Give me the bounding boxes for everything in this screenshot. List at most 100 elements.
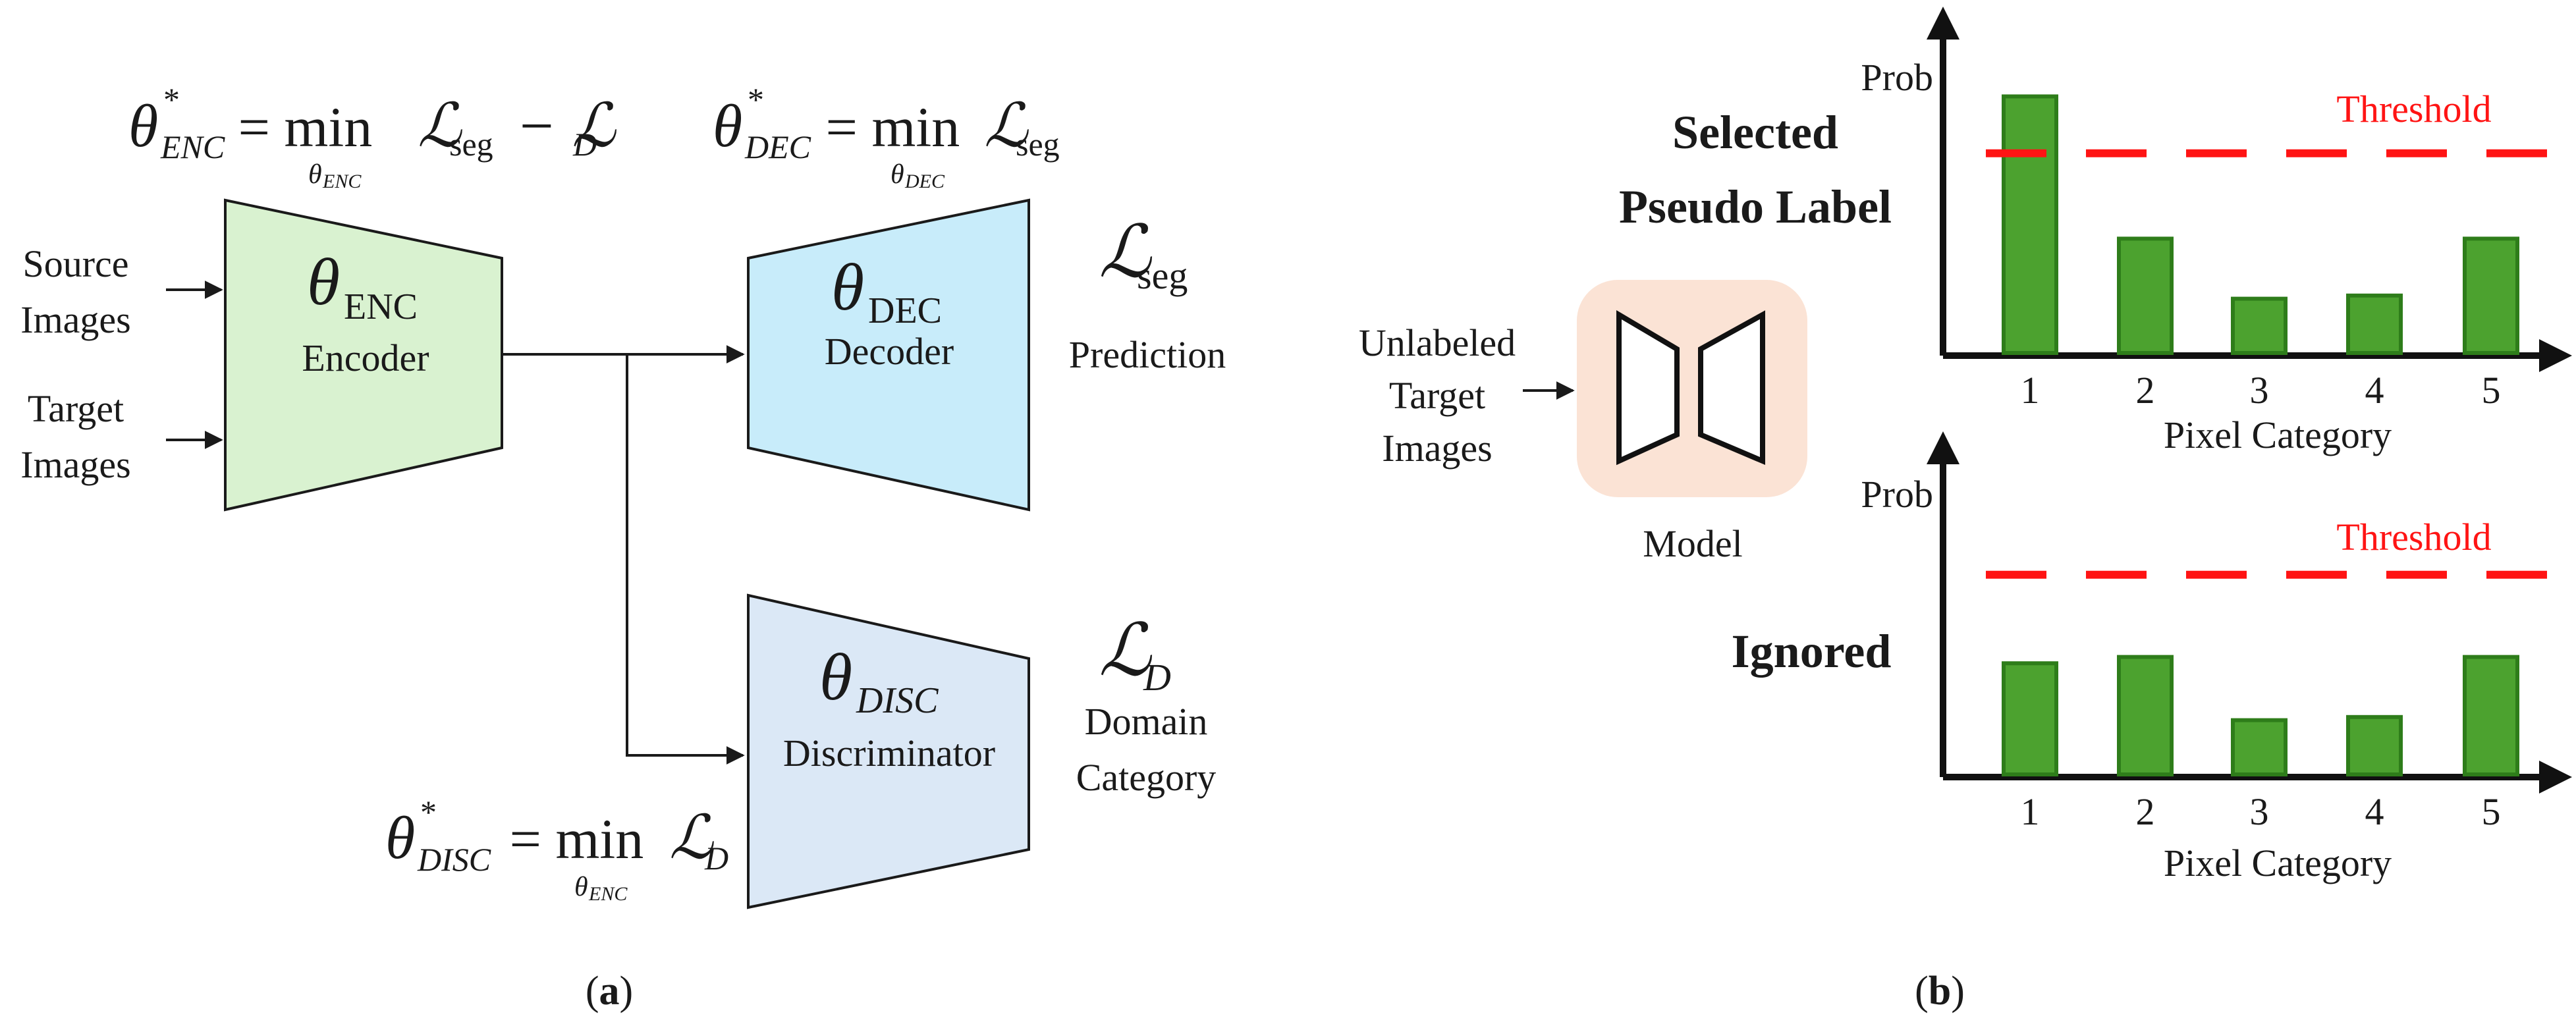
formula-minus-loss: − ℒ	[501, 92, 617, 159]
formula-minus-sub: D	[572, 126, 597, 163]
formula-theta: θ	[128, 92, 158, 159]
x-tick-labels: 1 2 3 4 5	[2021, 790, 2501, 833]
formula-under-sub: DEC	[904, 171, 945, 192]
bars	[2002, 94, 2519, 356]
bar-category-3	[2231, 718, 2288, 776]
decoder-theta: θ	[831, 250, 864, 325]
bars	[2002, 655, 2519, 777]
decoder-formula: θ * DEC = min θ DEC ℒ seg	[713, 81, 1060, 192]
discriminator-loss-sub: D	[1143, 656, 1171, 699]
formula-loss-symbol: ℒ	[418, 92, 462, 159]
target-images-label-line2: Images	[20, 443, 131, 486]
discriminator-label: Discriminator	[783, 732, 995, 774]
x-tick-label: 3	[2250, 369, 2269, 412]
caption-a: (a)	[586, 969, 633, 1013]
ignored-label: Ignored	[1732, 625, 1892, 678]
encoder-to-discriminator-arrow	[626, 354, 745, 765]
model-encoder-icon	[1616, 310, 1680, 466]
x-tick-label: 4	[2365, 790, 2384, 833]
formula-subscript: DEC	[744, 128, 811, 165]
bar-category-1	[2002, 661, 2058, 777]
discriminator-theta: θ	[819, 640, 852, 715]
formula-theta: θ	[385, 804, 415, 871]
formula-theta: θ	[713, 92, 742, 159]
formula-subscript: DISC	[417, 841, 491, 878]
encoder-subscript: ENC	[344, 286, 418, 327]
domain-category-label-line2: Category	[1076, 756, 1217, 799]
source-images-label-line2: Images	[20, 298, 131, 341]
x-tick-label: 2	[2136, 790, 2155, 833]
formula-loss-sub: seg	[1016, 126, 1060, 163]
bar-category-5	[2463, 655, 2519, 776]
prediction-label: Prediction	[1069, 333, 1226, 376]
formula-subscript: ENC	[160, 128, 225, 165]
x-tick-label: 2	[2136, 369, 2155, 412]
encoder-block	[224, 198, 503, 512]
bar-category-4	[2346, 715, 2403, 777]
formula-under-theta: θ	[308, 159, 322, 190]
x-tick-label: 1	[2021, 369, 2040, 412]
panel-a: θ * ENC = min θ ENC ℒ seg − ℒ D θ * DEC …	[20, 81, 1226, 1013]
x-axis-label: Pixel Category	[2164, 414, 2392, 456]
bar-category-2	[2117, 236, 2174, 355]
formula-min: = min	[224, 95, 387, 159]
y-axis-label: Prob	[1861, 473, 1933, 516]
bar-category-1	[2002, 94, 2058, 355]
formula-under-sub: ENC	[322, 171, 362, 192]
formula-star: *	[163, 81, 180, 118]
encoder-formula: θ * ENC = min θ ENC ℒ seg − ℒ D	[128, 81, 617, 192]
bar-category-3	[2231, 296, 2288, 356]
chart-ignored: Prob Pixel Category Threshold 1 2 3 4 5	[1861, 431, 2572, 884]
formula-min: = min	[495, 807, 658, 871]
formula-under-theta: θ	[891, 159, 904, 190]
x-tick-label: 5	[2482, 369, 2501, 412]
decoder-loss-sub: seg	[1137, 254, 1188, 297]
decoder-loss-symbol: ℒ	[1099, 212, 1153, 292]
chart-selected-pseudo-label: Prob Pixel Category Threshold 1 2 3 4 5	[1861, 7, 2572, 456]
model-label: Model	[1643, 522, 1742, 565]
encoder-label: Encoder	[302, 337, 429, 379]
unlabeled-target-images-line3: Images	[1382, 427, 1493, 470]
discriminator-subscript: DISC	[856, 680, 939, 721]
formula-loss-symbol: ℒ	[984, 92, 1029, 159]
x-tick-label: 5	[2482, 790, 2501, 833]
encoder-theta: θ	[307, 245, 340, 319]
source-images-label-line1: Source	[22, 242, 128, 285]
model-decoder-icon	[1698, 310, 1765, 466]
domain-category-label-line1: Domain	[1085, 700, 1208, 743]
formula-loss-sub: D	[704, 840, 728, 877]
formula-under-theta: θ	[574, 872, 588, 902]
bar-category-5	[2463, 236, 2519, 355]
x-tick-label: 3	[2250, 790, 2269, 833]
selected-label-line2: Pseudo Label	[1619, 180, 1892, 233]
discriminator-block	[747, 593, 1030, 909]
discriminator-loss-symbol: ℒ	[1099, 610, 1153, 691]
threshold-label: Threshold	[2336, 88, 2491, 130]
formula-loss-symbol: ℒ	[669, 804, 714, 871]
target-images-label-line1: Target	[28, 387, 124, 430]
x-tick-labels: 1 2 3 4 5	[2021, 369, 2501, 412]
x-tick-label: 4	[2365, 369, 2384, 412]
x-axis-label: Pixel Category	[2164, 842, 2392, 884]
discriminator-formula: θ * DISC = min θ ENC ℒ D	[385, 794, 728, 905]
panel-b: Unlabeled Target Images Model Selected P…	[1359, 7, 2572, 1013]
threshold-label: Threshold	[2336, 516, 2491, 558]
bar-category-4	[2346, 293, 2403, 355]
unlabeled-target-images-line2: Target	[1389, 374, 1485, 417]
x-tick-label: 1	[2021, 790, 2040, 833]
model-box	[1577, 280, 1807, 497]
y-axis-label: Prob	[1861, 56, 1933, 99]
formula-min: = min	[811, 95, 974, 159]
bar-category-2	[2117, 655, 2174, 776]
decoder-subscript: DEC	[868, 290, 942, 331]
unlabeled-target-images-line1: Unlabeled	[1359, 321, 1516, 364]
decoder-label: Decoder	[825, 330, 954, 373]
caption-b: (b)	[1915, 969, 1965, 1013]
formula-star: *	[748, 81, 764, 118]
decoder-block	[747, 198, 1030, 512]
selected-label-line1: Selected	[1672, 106, 1838, 159]
formula-star: *	[420, 794, 437, 830]
formula-under-sub: ENC	[588, 883, 628, 905]
formula-loss-sub: seg	[449, 126, 493, 163]
